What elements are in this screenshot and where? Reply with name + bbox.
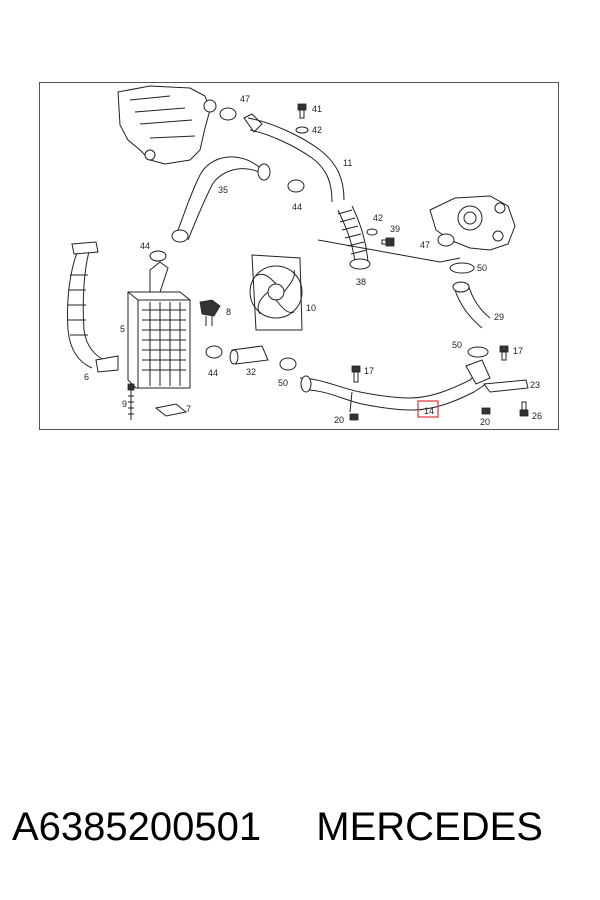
callout-32: 32: [246, 367, 256, 377]
callout-17-right: 17: [513, 346, 523, 356]
bolt-17-mid: [351, 365, 361, 383]
highlight-box-14: [417, 400, 439, 418]
callout-29: 29: [494, 312, 504, 322]
pipe-14: [299, 359, 491, 413]
callout-23: 23: [530, 380, 540, 390]
clamp-50-right: [449, 262, 475, 274]
callout-10: 10: [306, 303, 316, 313]
bracket-7: [154, 403, 188, 417]
brand-name: MERCEDES: [316, 805, 543, 849]
engine-block-part: [117, 85, 217, 165]
callout-38: 38: [356, 277, 366, 287]
hose-38: [337, 205, 371, 270]
nut-20-mid: [349, 413, 359, 421]
caption: A6385200501 MERCEDES: [12, 805, 592, 861]
callout-20-right: 20: [480, 417, 490, 427]
callout-20-mid: 20: [334, 415, 344, 425]
washer-42-mid: [366, 228, 378, 236]
bolt-41: [297, 103, 307, 119]
callout-11: 11: [343, 158, 352, 168]
hose-32: [229, 345, 269, 365]
callout-labels: 47 41 42 11 35 44 42 39 47 50 44 38 29 8…: [84, 94, 542, 427]
clamp-50-right-lower: [467, 346, 489, 358]
callout-50-right-lower: 50: [452, 340, 462, 350]
pipe-11: [243, 113, 345, 203]
callout-7: 7: [186, 404, 191, 414]
sensor-8: [199, 299, 221, 326]
bolt-39: [381, 237, 395, 247]
clamp-44-left: [149, 250, 167, 262]
callout-50-right: 50: [477, 263, 487, 273]
callout-41: 41: [312, 104, 322, 114]
bolt-26: [519, 401, 529, 417]
callout-39: 39: [390, 224, 400, 234]
callout-42-top: 42: [312, 125, 322, 135]
nut-20-right: [481, 407, 491, 415]
part-number: A6385200501: [12, 805, 262, 849]
diagram-frame: [39, 82, 559, 430]
callout-26: 26: [532, 411, 542, 421]
clamp-47-right: [437, 233, 455, 247]
bracket-23: [483, 379, 529, 393]
callout-44-mid: 44: [292, 202, 302, 212]
clamp-44-lower: [205, 345, 223, 359]
pipe-6: [67, 241, 119, 373]
hose-29: [452, 281, 491, 329]
callout-6: 6: [84, 372, 89, 382]
bolt-17-right: [499, 345, 509, 361]
callout-5: 5: [120, 324, 125, 334]
callout-35: 35: [218, 185, 228, 195]
clamp-44-mid: [287, 179, 305, 193]
hose-35: [171, 156, 271, 243]
callout-44-left: 44: [140, 241, 150, 251]
clamp-50-lower: [279, 357, 297, 371]
callout-17-mid: 17: [364, 366, 374, 376]
callout-42-mid: 42: [373, 213, 383, 223]
fan-shroud-10: [249, 254, 303, 331]
callout-50-lower: 50: [278, 378, 288, 388]
callout-9: 9: [122, 399, 127, 409]
callout-44-lower: 44: [208, 368, 218, 378]
clamp-47-top: [219, 107, 237, 121]
washer-42-top: [295, 126, 309, 134]
callout-14: 14: [424, 406, 434, 416]
callout-47-right: 47: [420, 240, 430, 250]
intercooler-5: [127, 261, 191, 389]
callout-47-top: 47: [240, 94, 250, 104]
bolt-9: [127, 383, 135, 420]
callout-8: 8: [226, 307, 231, 317]
